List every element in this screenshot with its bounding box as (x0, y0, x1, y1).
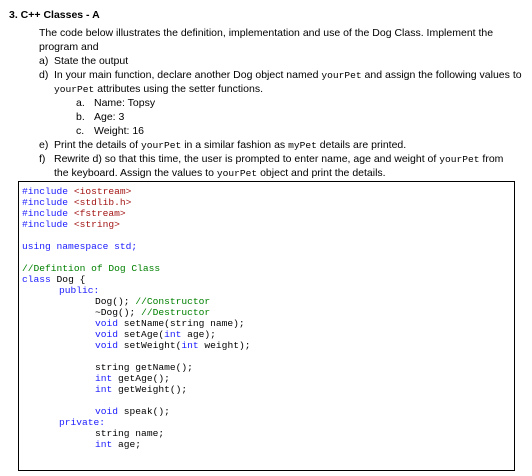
code-line-name-decl: string name; (95, 428, 165, 439)
code-line-comment: //Defintion of Dog Class (22, 263, 161, 274)
code-line-class: class Dog { (22, 274, 86, 285)
list-item-d: d) In your main function, declare anothe… (39, 69, 522, 95)
inline-code: yourPet (54, 84, 95, 95)
list-item-a: a) State the output (39, 55, 129, 67)
inline-code: yourPet (140, 140, 182, 151)
code-line-getage: int getAge(); (95, 373, 170, 384)
inline-code: yourPet (321, 70, 362, 81)
sub-item-weight: c.Weight: 16 (76, 125, 145, 137)
code-line-private: private: (59, 417, 106, 428)
code-line-age-decl: int age; (95, 439, 142, 450)
inline-code: yourPet (216, 168, 258, 179)
code-line-include-iostream: #include <iostream> (22, 186, 132, 197)
code-line-getname: string getName(); (95, 362, 193, 373)
code-line-setweight: void setWeight(int weight); (95, 340, 251, 351)
inline-code: yourPet (439, 154, 480, 165)
section-heading: 3. C++ Classes - A (9, 9, 100, 21)
code-line-include-fstream: #include <fstream> (22, 208, 126, 219)
sub-item-age: b.Age: 3 (76, 111, 125, 123)
inline-code: myPet (288, 140, 317, 151)
code-line-include-string: #include <string> (22, 219, 120, 230)
code-line-setage: void setAge(int age); (95, 329, 216, 340)
code-listing: #include <iostream> #include <stdlib.h> … (18, 181, 515, 471)
code-line-ctor: Dog(); //Constructor (95, 296, 211, 307)
code-line-using: using namespace std; (22, 241, 138, 252)
code-line-setname: void setName(string name); (95, 318, 245, 329)
code-line-public: public: (59, 285, 100, 296)
code-line-dtor: ~Dog(); //Destructor (95, 307, 211, 318)
code-line-speak: void speak(); (95, 406, 170, 417)
list-item-f: f) Rewrite d) so that this time, the use… (39, 153, 504, 179)
sub-item-name: a.Name: Topsy (76, 97, 156, 109)
code-line-getweight: int getWeight(); (95, 384, 188, 395)
list-item-e: e) Print the details of yourPet in a sim… (39, 139, 407, 151)
code-line-include-stdlib: #include <stdlib.h> (22, 197, 132, 208)
intro-paragraph: The code below illustrates the definitio… (39, 27, 494, 53)
